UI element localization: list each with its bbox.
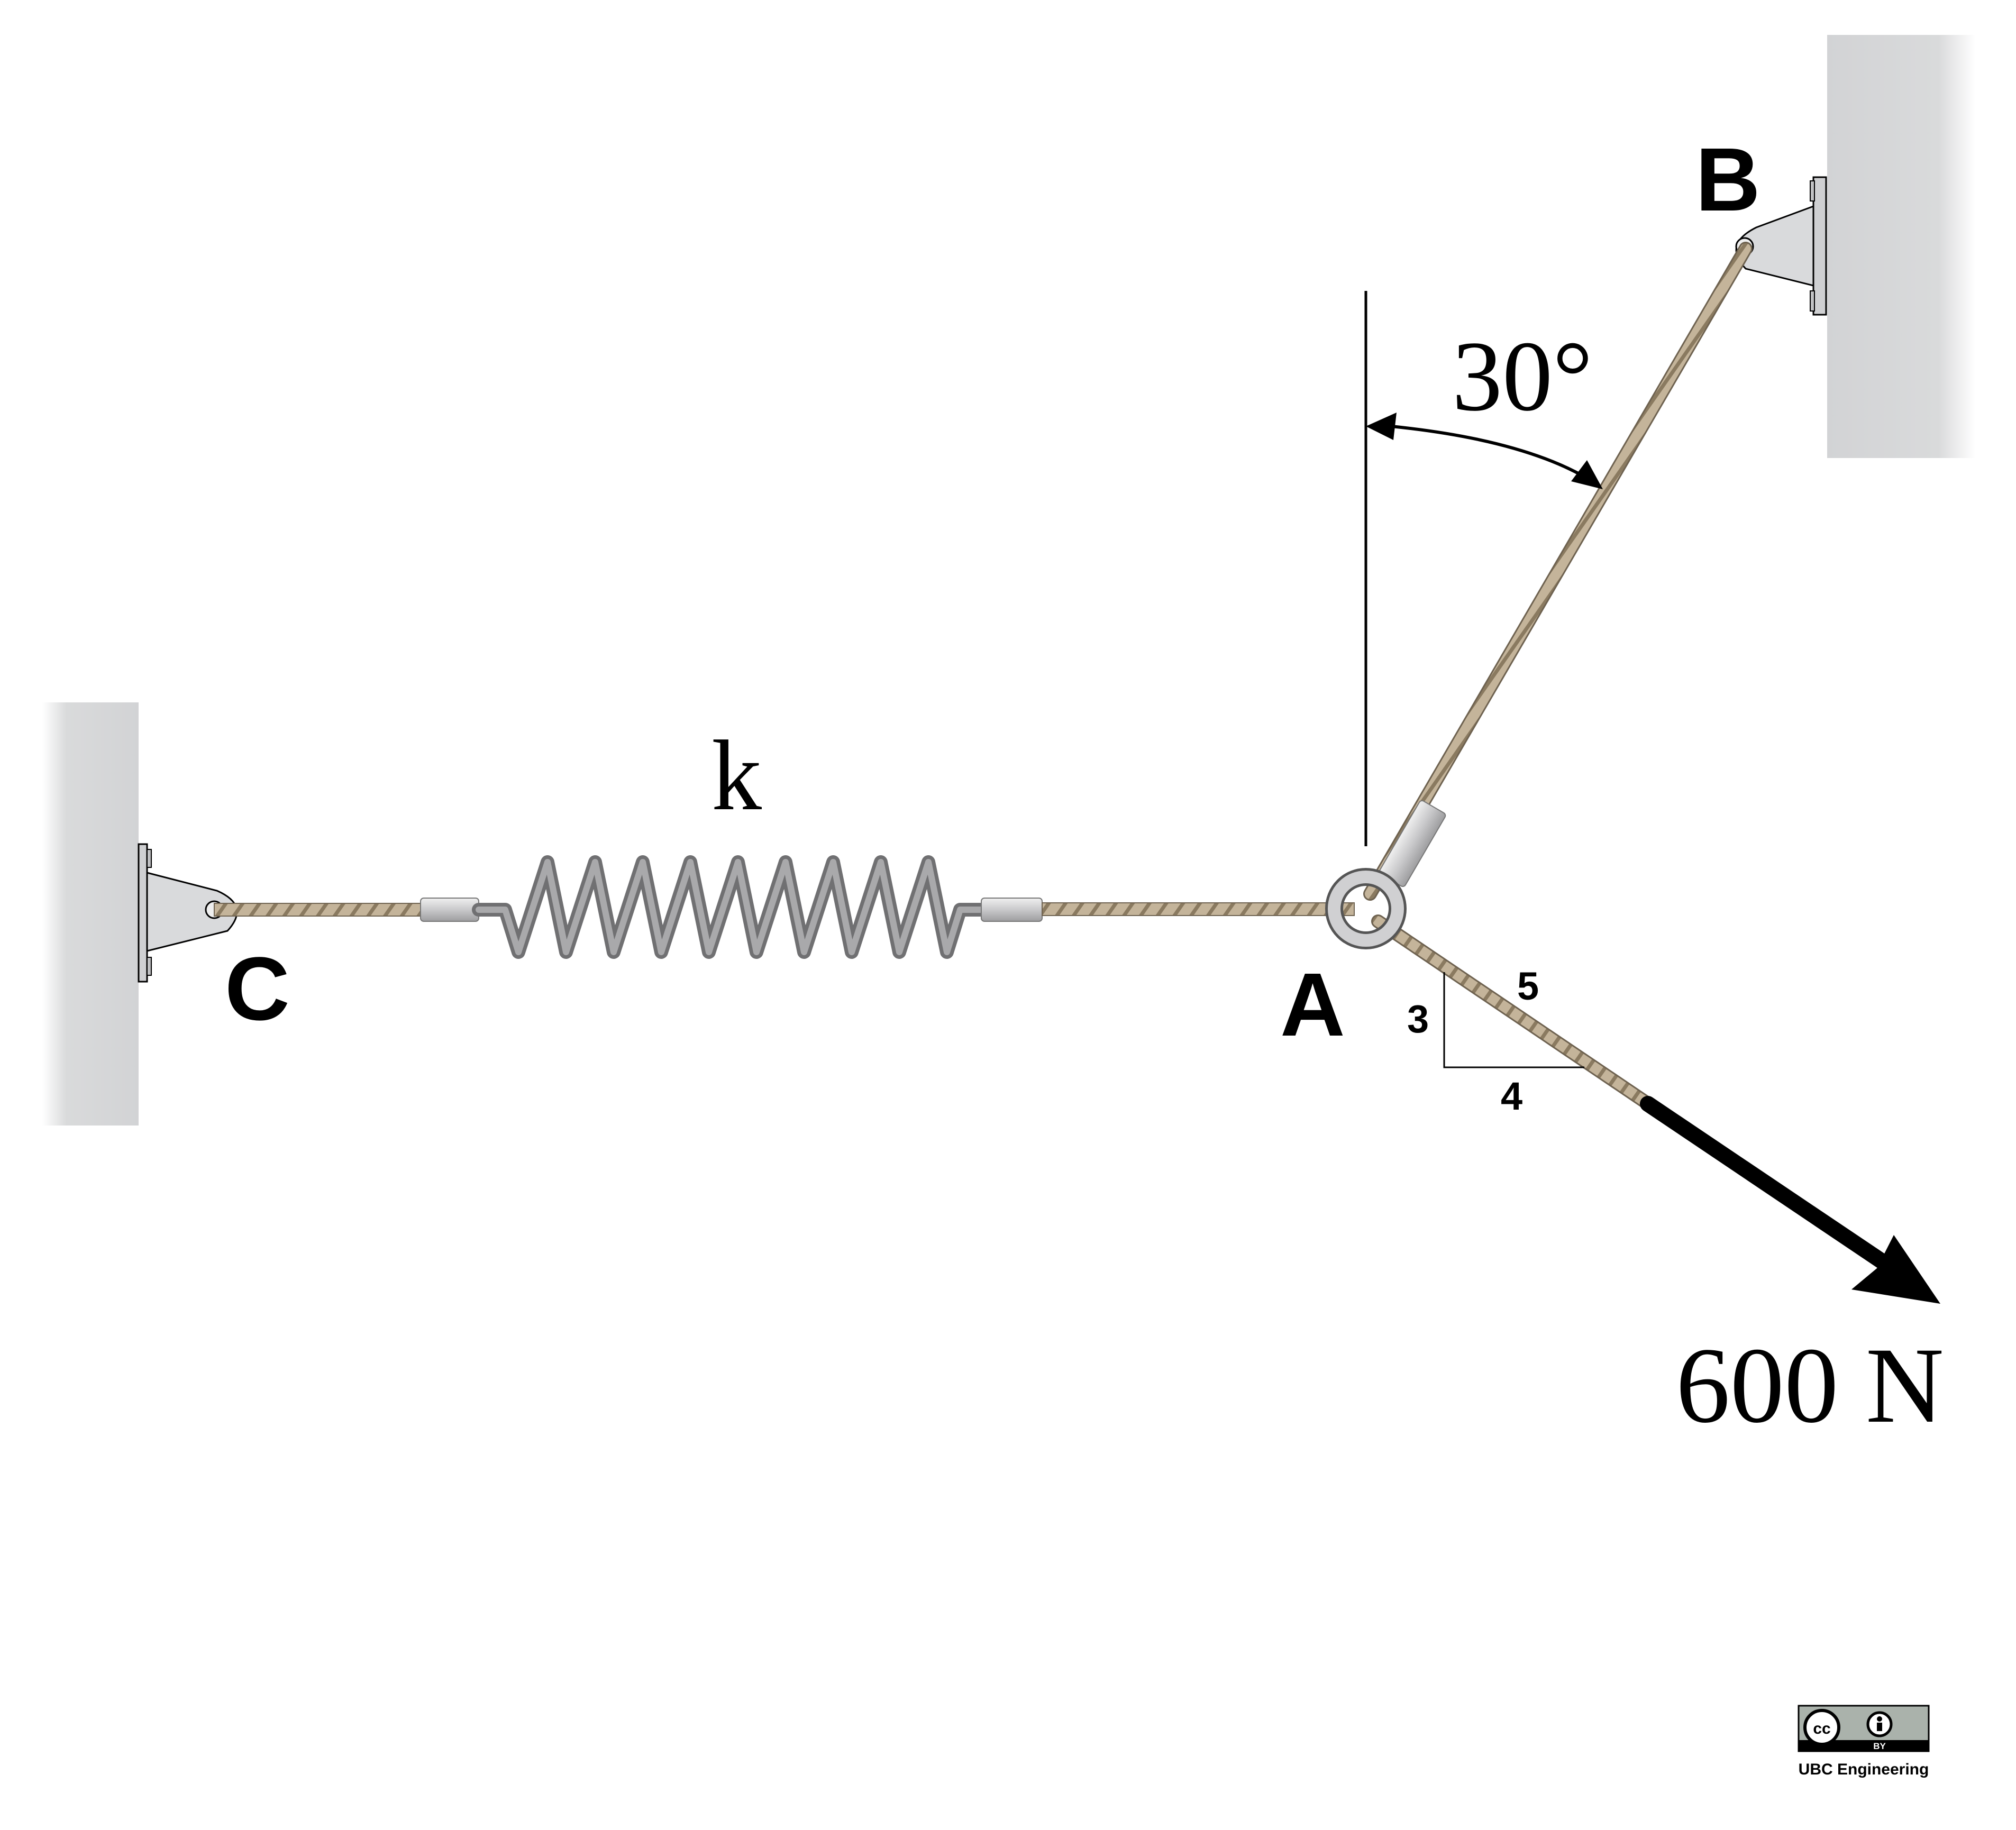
label-c: C bbox=[225, 939, 290, 1039]
wall-left bbox=[42, 702, 139, 1126]
attribution-icon bbox=[1866, 1711, 1893, 1737]
cable-spring-a bbox=[1042, 902, 1355, 916]
cable-a-load bbox=[1371, 914, 1657, 1112]
spring-k bbox=[472, 855, 993, 959]
license-credit: UBC Engineering bbox=[1799, 1761, 1929, 1778]
cable-a-b bbox=[1363, 242, 1753, 901]
label-force: 600 N bbox=[1676, 1325, 1944, 1445]
label-slope-hyp: 5 bbox=[1517, 964, 1539, 1008]
cc-license-badge: cc BY bbox=[1798, 1705, 1930, 1752]
cable-c-spring bbox=[214, 903, 426, 917]
sleeve-left bbox=[420, 898, 479, 922]
label-k: k bbox=[711, 720, 762, 831]
wall-right bbox=[1827, 35, 1975, 458]
ring-a bbox=[1325, 868, 1407, 949]
label-slope-rise: 3 bbox=[1407, 997, 1429, 1041]
cc-icon: cc bbox=[1803, 1709, 1840, 1746]
slope-triangle bbox=[1443, 972, 1584, 1068]
label-angle: 30° bbox=[1452, 321, 1593, 432]
sleeve-right bbox=[981, 898, 1043, 922]
svg-text:cc: cc bbox=[1813, 1720, 1830, 1737]
force-arrow bbox=[1640, 1096, 1940, 1304]
label-b: B bbox=[1695, 130, 1760, 230]
label-slope-run: 4 bbox=[1501, 1074, 1522, 1118]
angle-arc bbox=[1366, 413, 1603, 489]
label-a: A bbox=[1280, 955, 1345, 1055]
license-by: BY bbox=[1873, 1741, 1886, 1751]
